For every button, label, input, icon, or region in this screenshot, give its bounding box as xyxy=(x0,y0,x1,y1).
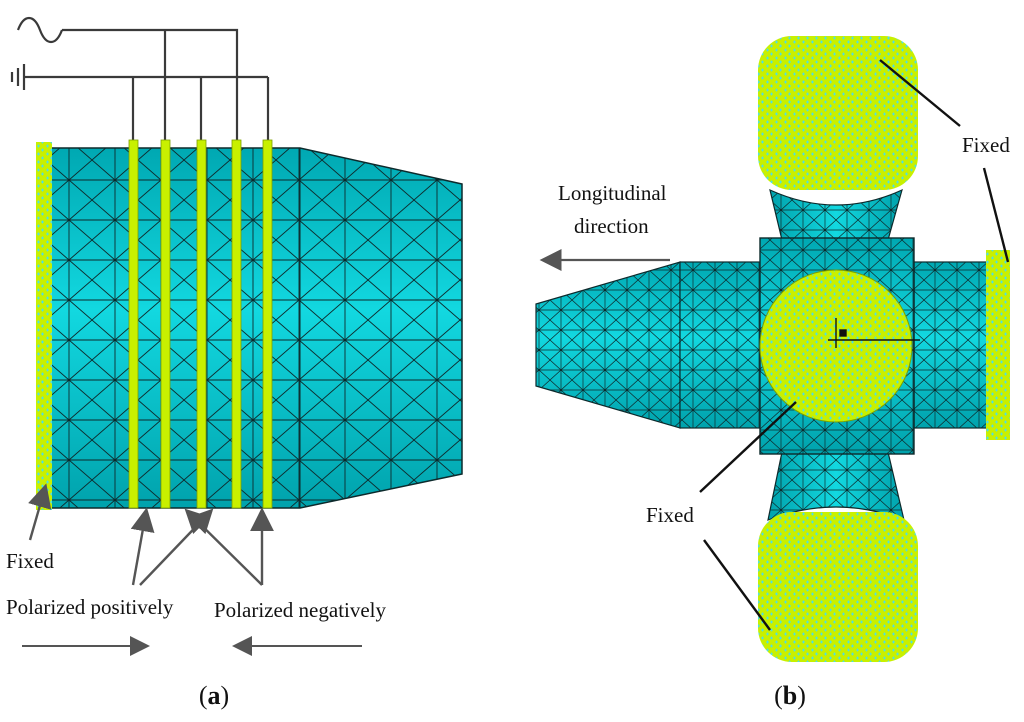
longitudinal-label-line1: Longitudinal xyxy=(558,181,667,205)
horn-mesh-b xyxy=(535,261,681,429)
fixed-constraint-a xyxy=(36,142,52,510)
fixed-constraint-b xyxy=(986,250,1010,440)
fixed-pointer-top xyxy=(879,59,961,127)
fixed-pointer-center xyxy=(699,401,797,493)
fixed-label-center: Fixed xyxy=(646,503,694,527)
caption-a: (a) xyxy=(199,681,229,710)
circuit-wires xyxy=(30,28,270,140)
pos-pointer-1 xyxy=(130,507,155,586)
fixed-pointer-right xyxy=(982,167,1010,263)
right-hub-mesh xyxy=(913,261,991,429)
electrode-4 xyxy=(231,139,242,509)
left-hub-mesh xyxy=(679,261,761,429)
top-fixed-cylinder xyxy=(758,36,918,190)
fixed-label-a: Fixed xyxy=(6,549,54,573)
pos-label: Polarized positively xyxy=(6,595,174,619)
fixed-pointer-a xyxy=(28,483,52,541)
axis-marker xyxy=(828,318,920,348)
electrode-2 xyxy=(160,139,171,509)
neg-pointer-1 xyxy=(184,508,263,586)
panel-a: Fixed Polarized positively Polarized neg… xyxy=(6,16,463,710)
longitudinal-label-line2: direction xyxy=(574,214,649,238)
transducer-mesh-a xyxy=(49,147,463,509)
ground-icon xyxy=(10,64,30,90)
electrode-3 xyxy=(196,139,207,509)
top-arm-mesh xyxy=(758,36,918,241)
fixed-label-right: Fixed xyxy=(962,133,1010,157)
electrode-1 xyxy=(128,139,139,509)
panel-b: Longitudinal direction Fixed Fixed (b) xyxy=(535,36,1010,710)
bottom-fixed-cylinder xyxy=(758,512,918,662)
bottom-arm-mesh xyxy=(758,451,918,662)
caption-b: (b) xyxy=(774,681,806,710)
electrode-strips xyxy=(128,139,273,509)
neg-label: Polarized negatively xyxy=(214,598,387,622)
ac-source-icon xyxy=(16,16,64,44)
fixed-pointer-bottom xyxy=(703,539,771,631)
electrode-5 xyxy=(262,139,273,509)
